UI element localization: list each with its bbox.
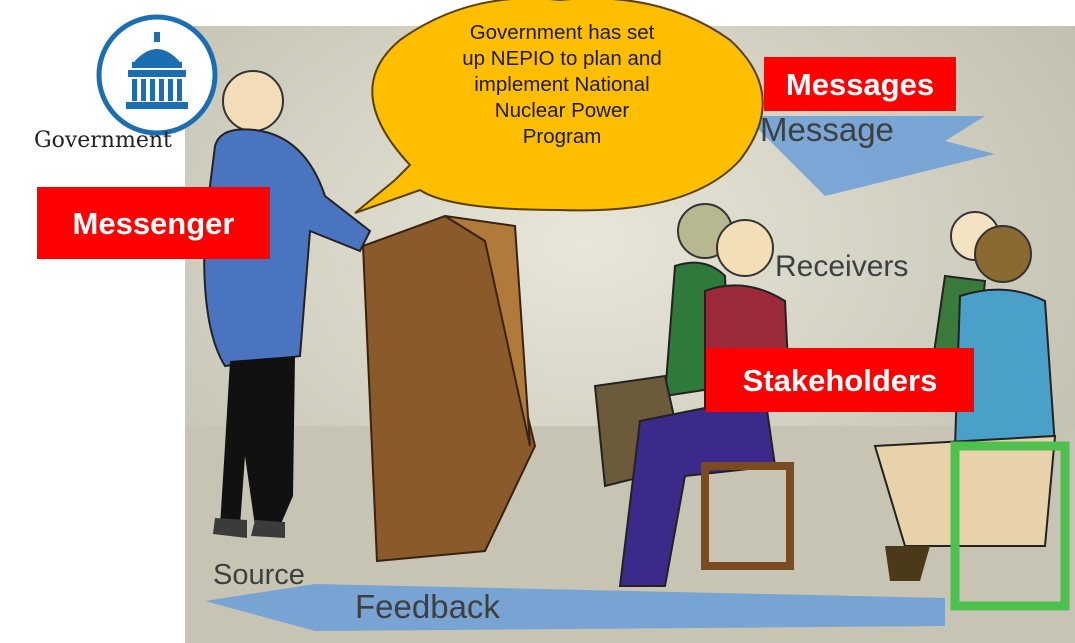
message-text: Message [760,111,894,148]
bubble-line: implement National [474,73,650,96]
message-arrow [745,116,995,196]
bubble-line: Program [522,125,602,148]
capitol-building-icon [96,14,218,136]
speech-bubble-text: Government has set up NEPIO to plan and … [412,20,712,150]
audience-figures [593,203,1070,611]
messages-label: Messages [764,57,956,111]
bubble-line: Nuclear Power [494,99,630,122]
stakeholders-label: Stakeholders [706,348,974,412]
feedback-text: Feedback [355,588,500,625]
source-text: Source [213,559,305,591]
feedback-arrow [205,584,945,631]
messenger-label: Messenger [37,187,270,259]
bubble-line: Government has set [469,21,655,44]
podium [361,214,537,563]
government-caption: Government [34,128,172,153]
bubble-line: up NEPIO to plan and [462,47,662,70]
receivers-text: Receivers [775,250,908,283]
